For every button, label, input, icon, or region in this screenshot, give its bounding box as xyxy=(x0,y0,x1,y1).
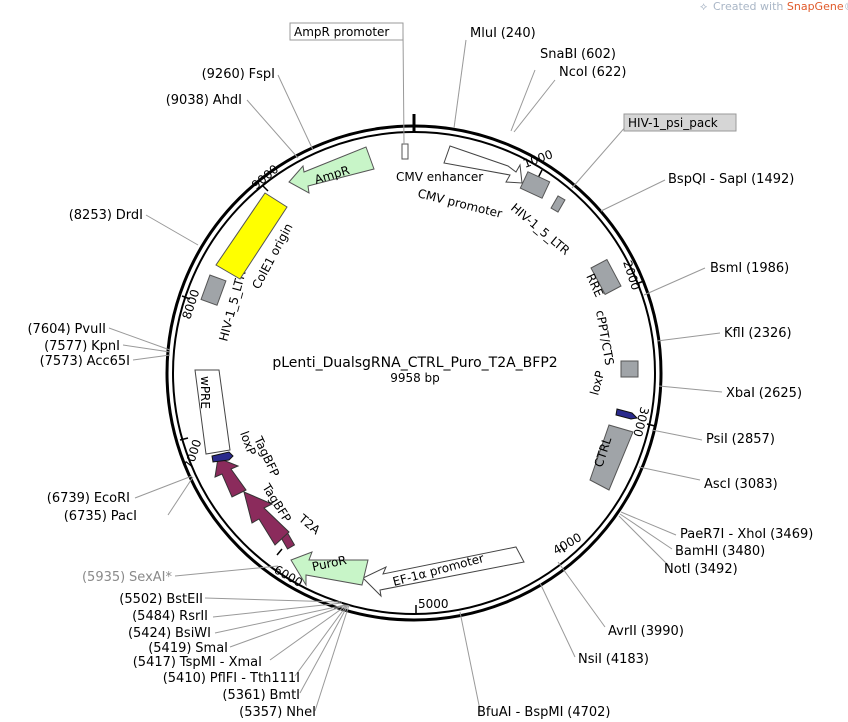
enzyme-label[interactable]: (9260) FspI xyxy=(202,67,275,82)
ctrl-feature[interactable] xyxy=(589,424,634,491)
loxp-left-feature[interactable] xyxy=(211,451,234,463)
loxp-left-label: loxP xyxy=(237,429,259,457)
enzyme-label[interactable]: BfuAI - BspMI (4702) xyxy=(477,705,610,720)
snapgene-credit: ⟡ Created with SnapGene® xyxy=(700,0,848,13)
enzyme-label[interactable]: (7604) PvuII xyxy=(27,322,106,337)
hiv-psi-pack-feature[interactable] xyxy=(550,195,566,213)
loxp-right-label: loxP xyxy=(587,369,607,396)
enzyme-label[interactable]: AscI (3083) xyxy=(704,477,778,492)
ampr-promoter-label: AmpR promoter xyxy=(294,25,389,39)
cppt-cts-label: cPPT/CTS xyxy=(593,309,616,366)
cmv-enhancer-label: CMV enhancer xyxy=(396,170,483,184)
enzyme-label[interactable]: XbaI (2625) xyxy=(726,386,802,401)
enzyme-label[interactable]: KflI (2326) xyxy=(724,326,792,341)
enzyme-label[interactable]: (5361) BmtI xyxy=(222,688,300,703)
hiv-psi-pack-callout[interactable]: HIV-1_psi_pack xyxy=(623,113,737,132)
tagbfp-feature-1[interactable] xyxy=(243,491,290,546)
enzyme-label[interactable]: (6735) PacI xyxy=(64,509,137,524)
rre-feature[interactable] xyxy=(590,258,622,296)
enzyme-label[interactable]: PaeR7I - XhoI (3469) xyxy=(680,527,813,542)
enzyme-label[interactable]: SnaBI (602) xyxy=(540,47,616,62)
enzyme-labels: MluI (240) SnaBI (602) NcoI (622) BspQI … xyxy=(27,26,813,720)
puror-feature[interactable] xyxy=(290,551,369,587)
credit-text: Created with SnapGene® xyxy=(713,0,848,13)
tick-label: 2000 xyxy=(620,259,643,292)
hiv-psi-pack-label: HIV-1_psi_pack xyxy=(628,116,718,130)
enzyme-label[interactable]: NsiI (4183) xyxy=(578,652,649,667)
enzyme-label[interactable]: (8253) DrdI xyxy=(69,208,143,223)
wpre-label: wPRE xyxy=(198,376,212,409)
cole1-origin-feature[interactable] xyxy=(215,192,288,280)
cmv-promoter-feature[interactable] xyxy=(519,171,551,199)
credit-icon: ⟡ xyxy=(700,0,707,13)
hiv-5ltr-right-label: HIV-1_5_LTR xyxy=(508,201,572,258)
ampr-promoter-callout[interactable]: AmpR promoter xyxy=(289,22,404,41)
tagbfp-label-1: TagBFP xyxy=(251,433,282,479)
enzyme-label[interactable]: MluI (240) xyxy=(470,26,536,41)
tick-label: 5000 xyxy=(418,597,449,611)
leader-lines xyxy=(108,31,723,712)
enzyme-label[interactable]: (9038) AhdI xyxy=(166,93,242,108)
tick-label: 7000 xyxy=(182,438,205,471)
ampr-promoter-feature[interactable] xyxy=(401,143,409,160)
enzyme-label[interactable]: (5484) RsrII xyxy=(132,609,208,624)
plasmid-size: 9958 bp xyxy=(390,371,440,385)
tick-label: 3000 xyxy=(630,405,651,438)
enzyme-label[interactable]: (5419) SmaI xyxy=(148,641,228,656)
cmv-enhancer-feature[interactable] xyxy=(443,145,523,184)
enzyme-label[interactable]: BsmI (1986) xyxy=(710,261,789,276)
ef1a-promoter-feature[interactable] xyxy=(362,546,525,598)
enzyme-label[interactable]: (5935) SexAI* xyxy=(82,570,173,585)
tagbfp-feature-2[interactable] xyxy=(214,457,247,498)
enzyme-label[interactable]: BamHI (3480) xyxy=(675,544,765,559)
enzyme-label[interactable]: (6739) EcoRI xyxy=(47,491,130,506)
hiv-5ltr-left-feature[interactable] xyxy=(200,274,227,306)
cppt-cts-feature[interactable] xyxy=(620,360,639,378)
enzyme-label[interactable]: BspQI - SapI (1492) xyxy=(668,172,794,187)
tick-label: 4000 xyxy=(551,530,584,557)
cmv-promoter-label: CMV promoter xyxy=(416,186,503,221)
enzyme-label[interactable]: (5424) BsiWI xyxy=(128,626,211,641)
tick-label: 8000 xyxy=(180,288,203,321)
loxp-right-feature[interactable] xyxy=(615,408,639,420)
wpre-feature[interactable] xyxy=(194,369,231,455)
enzyme-label[interactable]: (5357) NheI xyxy=(239,705,316,720)
enzyme-label[interactable]: (5502) BstEII xyxy=(119,592,203,607)
enzyme-label[interactable]: (5410) PflFI - Tth111I xyxy=(163,671,300,686)
enzyme-label[interactable]: (7573) Acc65I xyxy=(40,354,130,369)
enzyme-label[interactable]: (5417) TspMI - XmaI xyxy=(133,655,262,670)
plasmid-name: pLenti_DualsgRNA_CTRL_Puro_T2A_BFP2 xyxy=(272,355,557,371)
ampr-feature[interactable] xyxy=(288,146,375,194)
t2a-label: T2A xyxy=(295,511,323,538)
enzyme-label[interactable]: NcoI (622) xyxy=(559,65,626,80)
enzyme-label[interactable]: (7577) KpnI xyxy=(44,339,120,354)
enzyme-label[interactable]: PsiI (2857) xyxy=(706,432,775,447)
enzyme-label[interactable]: NotI (3492) xyxy=(664,562,738,577)
enzyme-label[interactable]: AvrII (3990) xyxy=(608,624,684,639)
